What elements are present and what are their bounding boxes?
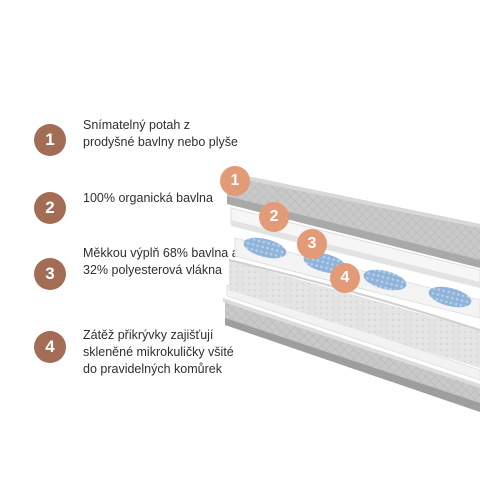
blanket-layers-illustration: 1 2 3 4	[205, 120, 480, 420]
layer-cotton-top	[230, 207, 480, 288]
feature-list: 1 Snímatelný potah z prodyšné bavlny neb…	[34, 118, 239, 376]
feature-number-badge: 1	[34, 124, 66, 156]
layer-marker-3: 3	[297, 229, 327, 259]
feature-text: Zátěž přikrývky zajišťují skleněné mikro…	[83, 328, 234, 376]
layer-marker-2: 2	[259, 202, 289, 232]
layer-cover-bottom	[223, 298, 480, 412]
layer-filling	[228, 259, 480, 368]
layer-marker-4: 4	[330, 263, 360, 293]
feature-text: 100% organická bavlna	[83, 191, 213, 205]
layer-cover-top	[227, 172, 480, 268]
feature-text: Měkkou výplň 68% bavlna a 32% polyestero…	[83, 246, 239, 277]
feature-number-badge: 2	[34, 192, 66, 224]
layer-marker-1: 1	[220, 166, 250, 196]
feature-number-badge: 3	[34, 258, 66, 290]
feature-text: Snímatelný potah z prodyšné bavlny nebo …	[83, 118, 238, 149]
feature-number-badge: 4	[34, 331, 66, 363]
